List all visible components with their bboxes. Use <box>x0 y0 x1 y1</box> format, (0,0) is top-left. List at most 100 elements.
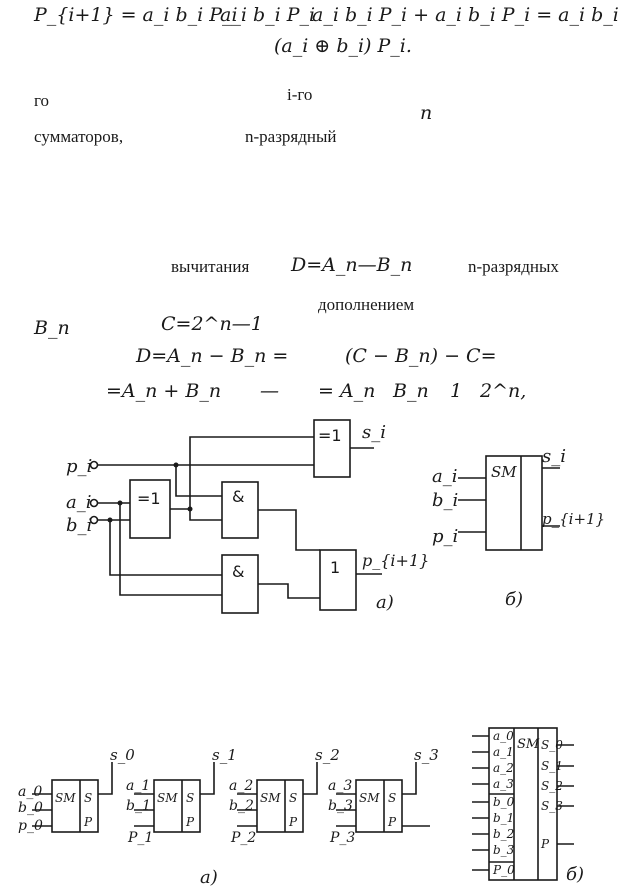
full-adder-circuit-diagram: p_i a_i b_i =1 =1 & & 1 s_i p_{i+1} а <box>66 419 605 614</box>
label-pi-plus-1: p_{i+1} <box>362 551 429 570</box>
stage-sm-label: SM <box>260 791 281 805</box>
formula-difference-one: 1 <box>450 380 463 402</box>
four-bit-adder-block <box>488 727 558 881</box>
stage-sum-wire <box>303 762 318 795</box>
block-pins <box>458 467 560 533</box>
formula-difference-sum: =A_n + B_n <box>106 380 222 402</box>
wire <box>175 465 222 497</box>
stage-sum-wire <box>200 762 215 795</box>
text-fragment-n-bit: n-разрядный <box>245 127 337 146</box>
input-terminal-bi <box>89 515 99 525</box>
block-label-bi: b_i <box>432 490 458 511</box>
text-fragment-bn: B_n <box>34 317 70 339</box>
block-input-label: b_1 <box>493 811 514 825</box>
formula-difference-an: = A_n <box>318 380 376 402</box>
stage-s-label: S <box>289 791 297 805</box>
or-gate-label: 1 <box>330 558 340 577</box>
xor-gate-middle <box>129 479 171 539</box>
junction-dot <box>173 462 179 468</box>
stage-b-label: b_1 <box>126 798 151 814</box>
and-gate-bottom <box>221 554 259 614</box>
and-gate-bottom-label: & <box>232 562 244 581</box>
and-gate-top <box>221 481 259 539</box>
stage-sum-wire <box>402 762 417 795</box>
block-dividers <box>489 728 539 880</box>
stage-s-label: S <box>388 791 396 805</box>
stage-input-wires <box>336 793 356 827</box>
stage-sum-label: s_0 <box>110 746 135 764</box>
formula-difference-dash: — <box>260 380 279 402</box>
block-input-label: P_0 <box>492 863 515 877</box>
and-gate-top-label: & <box>232 487 244 506</box>
wire <box>258 509 320 551</box>
text-fragment-go: го <box>34 91 50 110</box>
stage-a-label: a_1 <box>126 778 150 794</box>
stage-sum-label: s_3 <box>414 746 439 764</box>
block-output-label: P <box>540 837 550 851</box>
stage-a-label: a_3 <box>328 778 352 794</box>
junction-dot <box>107 517 113 523</box>
adder-stage-1 <box>153 779 201 833</box>
text-fragment-i-go: i-го <box>287 85 313 104</box>
stage-sm-label: SM <box>55 791 76 805</box>
block-output-label: S_2 <box>541 779 563 793</box>
wire <box>170 436 314 510</box>
caption-figure2-b: б) <box>566 864 584 885</box>
label-bi: b_i <box>66 515 92 536</box>
wire <box>258 583 320 599</box>
wire <box>109 520 222 576</box>
stage-sum-wire <box>98 762 113 795</box>
xor-gate-middle-label: =1 <box>137 489 161 508</box>
block-label-ai: a_i <box>432 466 458 487</box>
adder-stage-0 <box>51 779 99 833</box>
text-fragment-summators: сумматоров, <box>34 127 124 146</box>
formula-carry-mid: a_i b_i P_i <box>220 4 316 26</box>
stage-a-label: a_2 <box>229 778 253 794</box>
xor-gate-top <box>313 419 351 478</box>
caption-figure1-b: б) <box>505 589 523 610</box>
full-adder-block <box>485 455 543 551</box>
four-bit-block-io: a_0a_1a_2a_3b_0b_1b_2b_3P_0S_0S_1S_2S_3P <box>472 729 574 877</box>
block-label-si: s_i <box>542 446 566 467</box>
formula-carry-right: a_i b_i P_i + a_i b_i P_i = a_i b_i <box>312 4 619 26</box>
input-terminal-pi <box>89 460 99 470</box>
text-fragment-subtraction: вычитания <box>171 257 250 276</box>
block-input-label: b_2 <box>493 827 514 841</box>
formula-difference-bn: B_n <box>393 380 429 402</box>
stage-p-label: P <box>387 815 397 829</box>
label-pi: p_i <box>66 456 92 477</box>
caption-figure2-a: а) <box>200 867 218 888</box>
formula-difference-expansion-right: (C − B_n) − C= <box>345 345 497 367</box>
block-input-label: b_0 <box>493 795 515 809</box>
stage-input-wires <box>134 793 154 827</box>
block-input-label: a_2 <box>493 761 514 775</box>
junction-dot <box>117 500 123 506</box>
block-input-label: b_3 <box>493 843 515 857</box>
four-bit-block-label: SM <box>517 737 540 752</box>
stage-sm-label: SM <box>157 791 178 805</box>
stage-p-label: P_2 <box>230 830 256 846</box>
label-si: s_i <box>362 422 386 443</box>
label-ai: a_i <box>66 492 92 513</box>
block-label-pi: p_i <box>432 526 458 547</box>
stage-sum-label: s_1 <box>212 746 237 764</box>
block-output-label: S_3 <box>541 799 563 813</box>
stage-b-label: b_0 <box>18 800 43 816</box>
block-output-label: S_1 <box>541 759 563 773</box>
text-fragment-n-bits: n-разрядных <box>468 257 559 276</box>
stage-p-label: P <box>288 815 298 829</box>
stage-p-label: P_1 <box>127 830 153 846</box>
caption-figure1-a: а) <box>376 592 394 613</box>
stage-s-label: S <box>84 791 92 805</box>
formula-difference-power: 2^n, <box>480 380 527 402</box>
input-terminal-ai <box>89 498 99 508</box>
stage-input-wires <box>237 793 257 827</box>
text-fragment-complement: дополнением <box>318 295 415 314</box>
block-input-label: a_0 <box>493 729 514 743</box>
adder-stage-2 <box>256 779 304 833</box>
stage-input-wires <box>32 793 52 827</box>
text-fragment-n: n <box>420 102 433 124</box>
